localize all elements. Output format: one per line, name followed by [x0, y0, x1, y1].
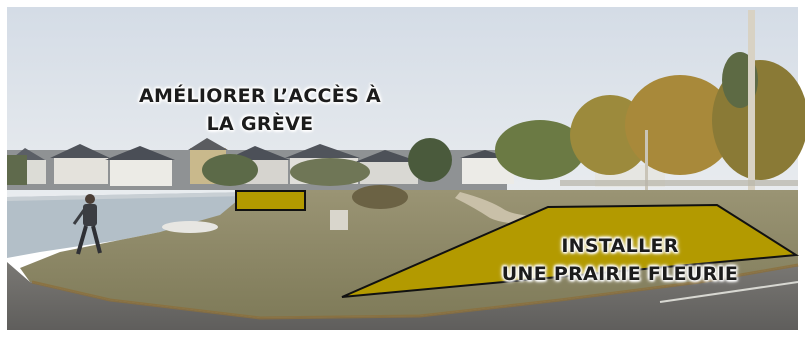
annotation-access-line-2: LA GRÈVE: [206, 113, 314, 135]
annotation-access-line-1: AMÉLIORER L’ACCÈS À: [138, 85, 381, 107]
annotation-meadow-line-1: INSTALLER: [561, 235, 679, 257]
footpath: [455, 192, 575, 225]
photo: [7, 7, 805, 330]
lamp-post: [748, 10, 755, 230]
meadow-highlight-polygon: [341, 203, 800, 298]
annotation-meadow-line-2: UNE PRAIRIE FLEURIE: [501, 263, 739, 285]
water: [7, 192, 260, 258]
walking-person: [72, 194, 102, 255]
road: [7, 262, 798, 330]
annotation-flower-meadow: INSTALLER UNE PRAIRIE FLEURIE: [470, 232, 770, 288]
access-highlight-rectangle: [235, 190, 306, 211]
trees: [7, 52, 805, 186]
annotation-access-to-beach: AMÉLIORER L’ACCÈS À LA GRÈVE: [110, 82, 410, 138]
